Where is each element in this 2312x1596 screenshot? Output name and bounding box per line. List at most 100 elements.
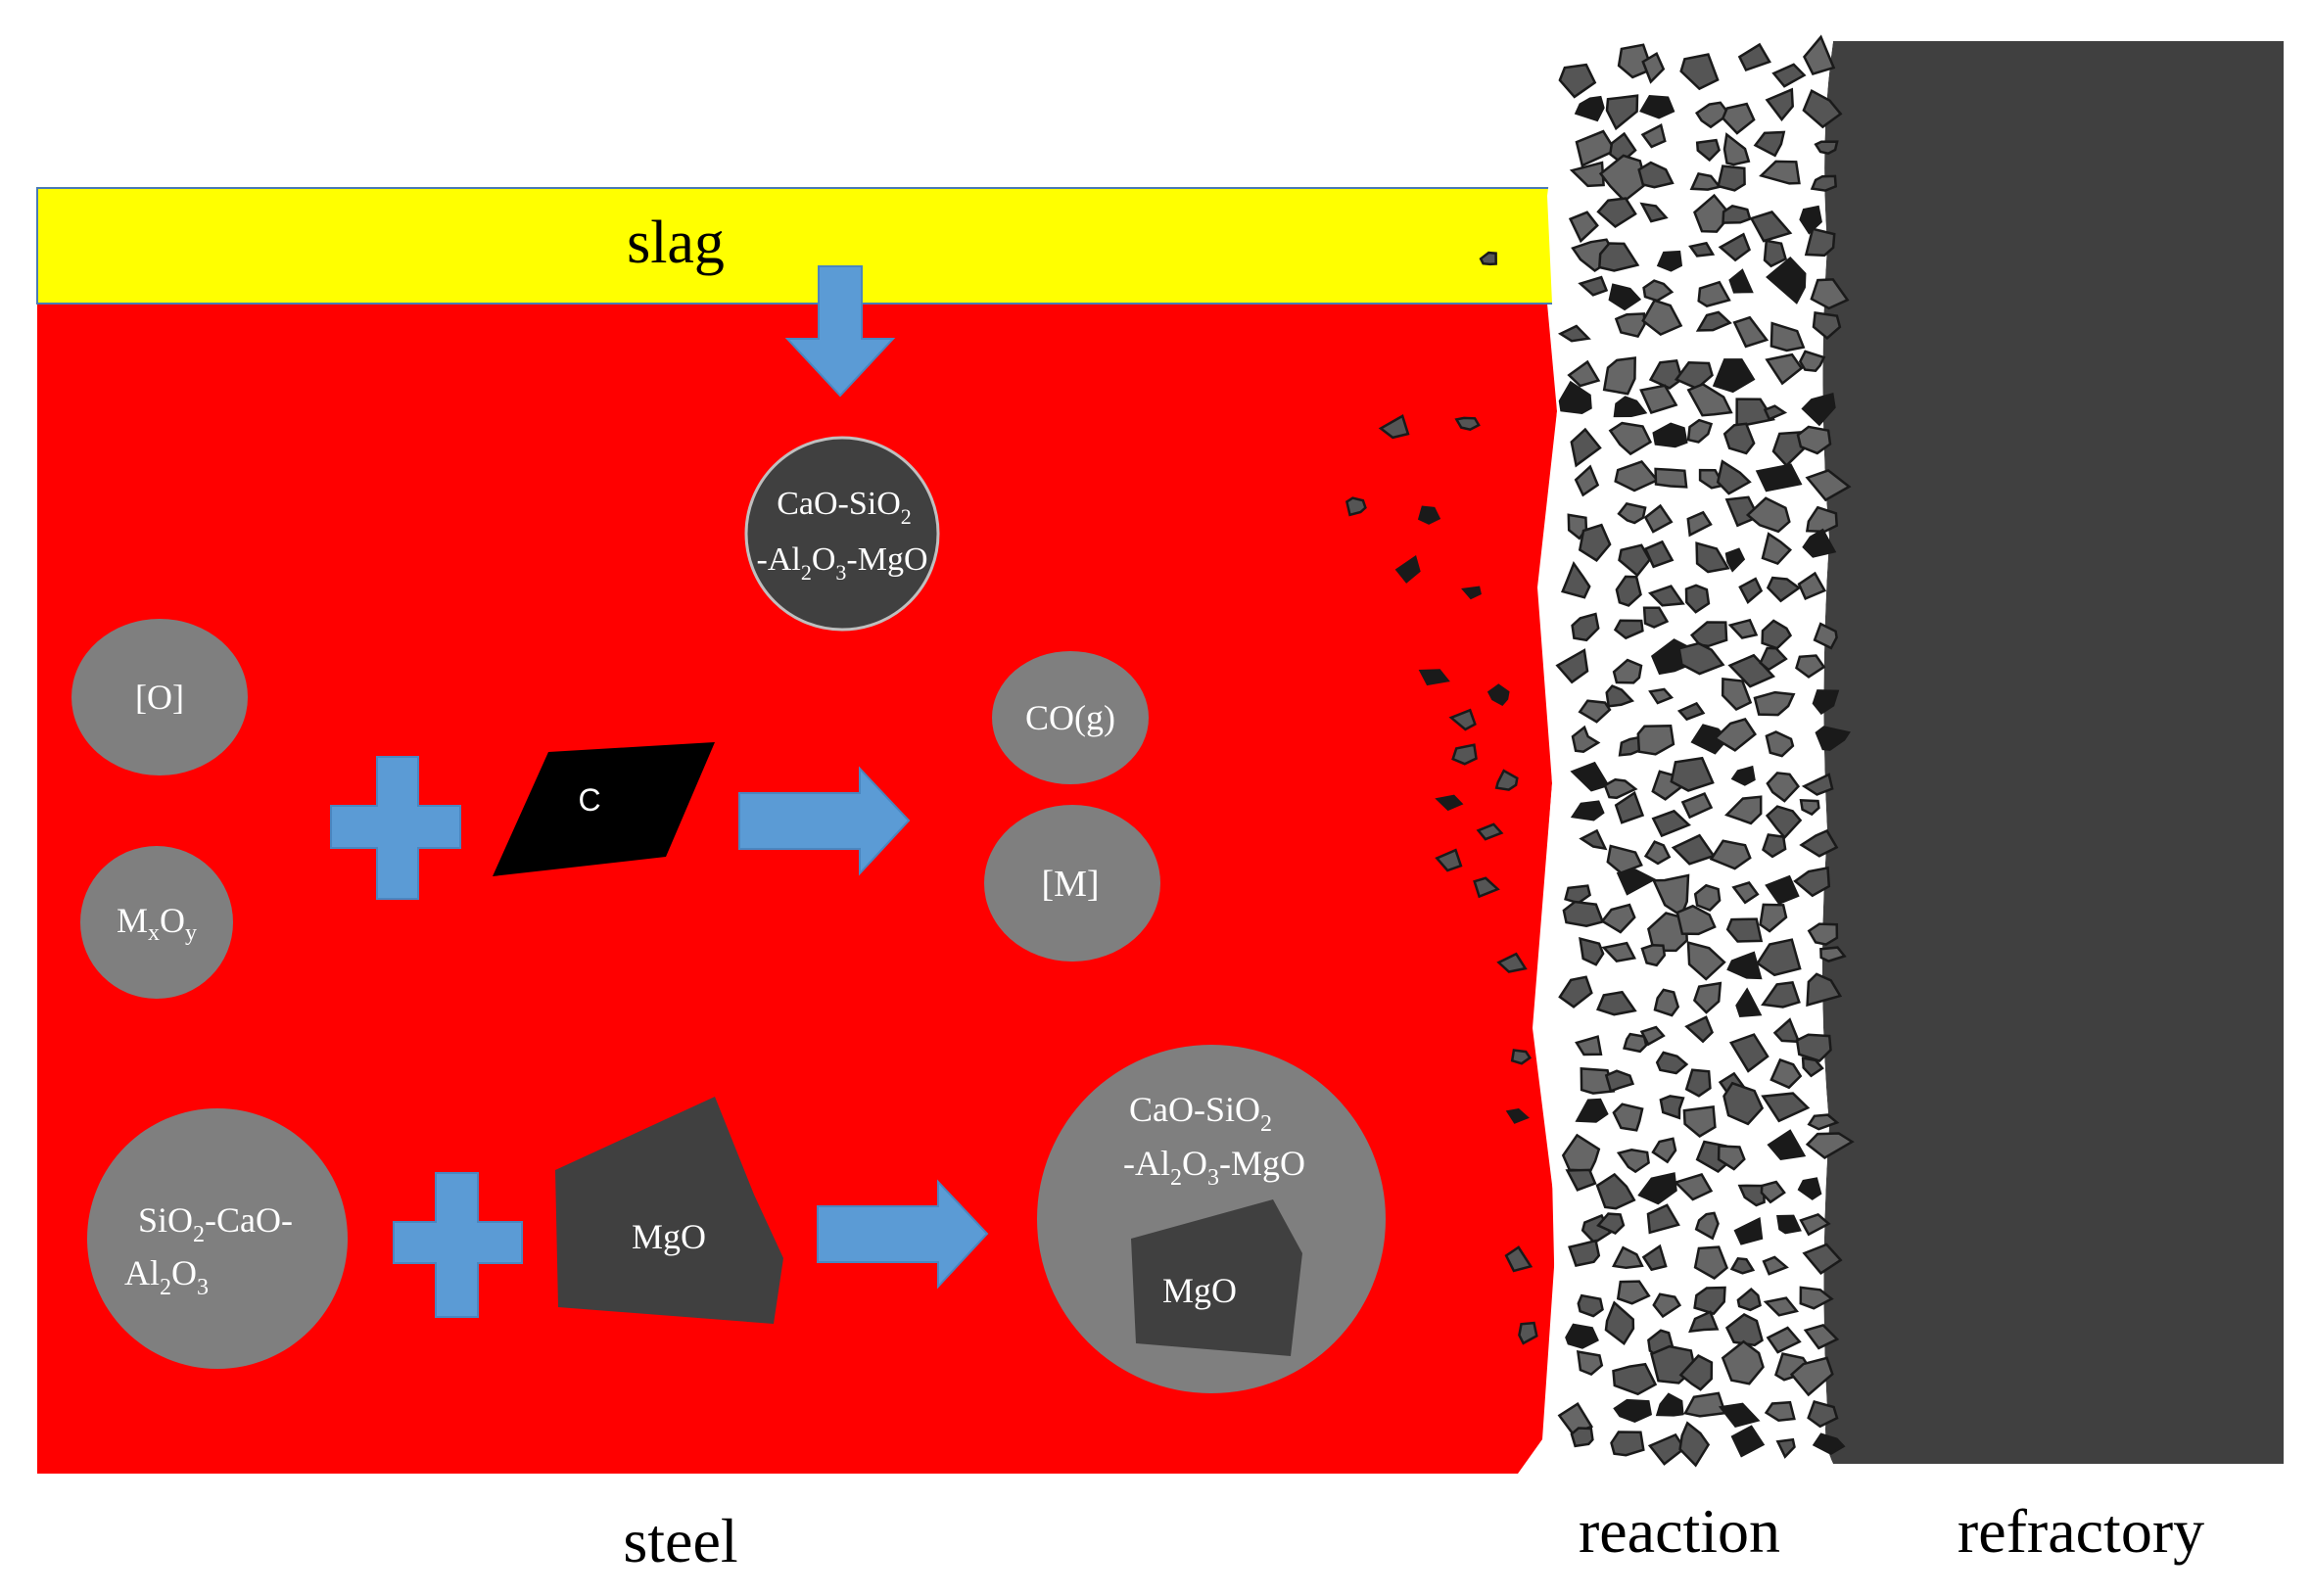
refractory-fragment [1656,250,1683,272]
refractory-fragment [1617,43,1654,79]
refractory-fragment [1604,1300,1635,1346]
refractory-fragment [1712,358,1756,394]
refractory-fragment [1799,798,1820,817]
reaction-layer [1537,34,1855,1474]
refractory-fragment [1801,1056,1824,1078]
metal-oxide-label: MxOy [117,901,197,946]
refractory-fragment [1724,547,1746,573]
refractory-fragment [1686,941,1726,981]
refractory-fragment [1575,129,1618,167]
refractory-fragment [1652,422,1688,448]
oxygen-particle [71,619,248,775]
slag-label: slag [627,210,725,276]
refractory-fragment [1763,1296,1800,1317]
refractory-fragment [1655,1051,1689,1075]
refractory-fragment [1448,708,1477,731]
refractory-fragment [1596,1212,1626,1235]
refractory-fragment [1765,874,1800,906]
refractory-fragment [1804,227,1836,258]
refractory-fragment [1810,174,1838,192]
refractory-fragment [1753,690,1796,717]
refractory-fragment [1600,903,1636,934]
refractory-fragment [1725,917,1764,943]
refractory-fragment [1756,938,1802,977]
refractory-fragment [1417,505,1441,525]
refractory-fragment [1775,1437,1796,1459]
refractory-fragment [1812,1432,1846,1456]
refractory-fragment [1695,310,1732,332]
refractory-fragment [1579,937,1605,966]
refractory-fragment [1567,359,1601,388]
refractory-fragment [1692,981,1722,1014]
mgo-core-label: MgO [1162,1271,1237,1310]
mgo-core-particle [1131,1199,1302,1356]
refractory-fragment [1616,1149,1650,1174]
refractory-fragment [1763,404,1788,421]
refractory-fragment [1640,123,1667,149]
refractory-fragment [1735,398,1775,426]
refractory-fragment [1574,464,1600,497]
refractory-fragment [1803,1323,1840,1350]
refractory-fragment [1676,701,1706,722]
refractory-fragment [1578,523,1612,562]
refractory-fragment [1675,904,1717,936]
refractory-fragment [1670,756,1715,792]
refractory-fragment [1494,769,1519,791]
refractory-fragment [1735,987,1763,1018]
refractory-fragment [1616,868,1657,896]
refractory-fragment [1765,730,1795,758]
refractory-fragment [1761,1092,1811,1123]
refractory-fragment [1643,503,1674,534]
refractory-fragment [1610,1431,1645,1457]
refractory-fragment [1648,359,1683,390]
refractory-fragment [1451,743,1478,766]
refractory-fragment [1678,1354,1714,1391]
slag-inclusion-label-line2: -Al2O3-MgO [757,541,928,585]
refractory-fragment [1683,1391,1727,1418]
refractory-fragment [1805,468,1852,502]
refractory-fragment [1578,275,1609,297]
refractory-fragment [1435,794,1464,812]
refractory-fragment [1504,1245,1533,1273]
refractory-fragment [1641,1244,1668,1272]
refractory-fragment [1686,418,1714,444]
refractory-fragment [1729,1256,1756,1275]
refractory-fragment [1760,1180,1786,1204]
refractory-fragment [1726,951,1763,980]
refractory-fragment [1814,140,1839,156]
refractory-fragment [1570,427,1602,468]
refractory-fragment [1608,421,1653,456]
refractory-fragment [1759,903,1788,933]
refractory-label: refractory [1958,1496,2204,1566]
refractory-fragment [1694,101,1731,129]
refractory-fragment [1651,1137,1677,1164]
refractory-fragment [1646,1203,1680,1235]
refractory-fragment [1345,496,1367,517]
refractory-fragment [1759,646,1788,672]
refractory-fragment [1695,138,1722,163]
refractory-fragment [1577,1293,1604,1318]
mgo-label: MgO [632,1217,706,1256]
refractory-fragment [1722,1081,1765,1126]
refractory-fragment [1813,622,1838,650]
refractory-fragment [1641,52,1666,84]
steel-label: steel [623,1506,737,1575]
refractory-fragment [1454,416,1481,432]
refractory-fragment [1798,350,1826,373]
silicate-particle [87,1108,348,1369]
refractory-fragment [1772,1017,1801,1044]
reaction-label: reaction [1579,1496,1780,1566]
refractory-fragment [1761,532,1793,566]
co-gas-label: CO(g) [1025,698,1115,737]
refractory-fragment [1738,577,1764,604]
metal-oxide-particle [80,846,233,999]
refractory-fragment [1597,242,1640,272]
refractory-fragment [1815,726,1851,751]
refractory-fragment [1614,790,1645,824]
refractory-fragment [1611,1245,1644,1270]
metal-particle [984,805,1160,962]
refractory-fragment [1799,1212,1831,1237]
refractory-fragment [1766,1326,1802,1354]
refractory-fragment [1435,848,1463,872]
refractory-fragment [1653,988,1680,1017]
